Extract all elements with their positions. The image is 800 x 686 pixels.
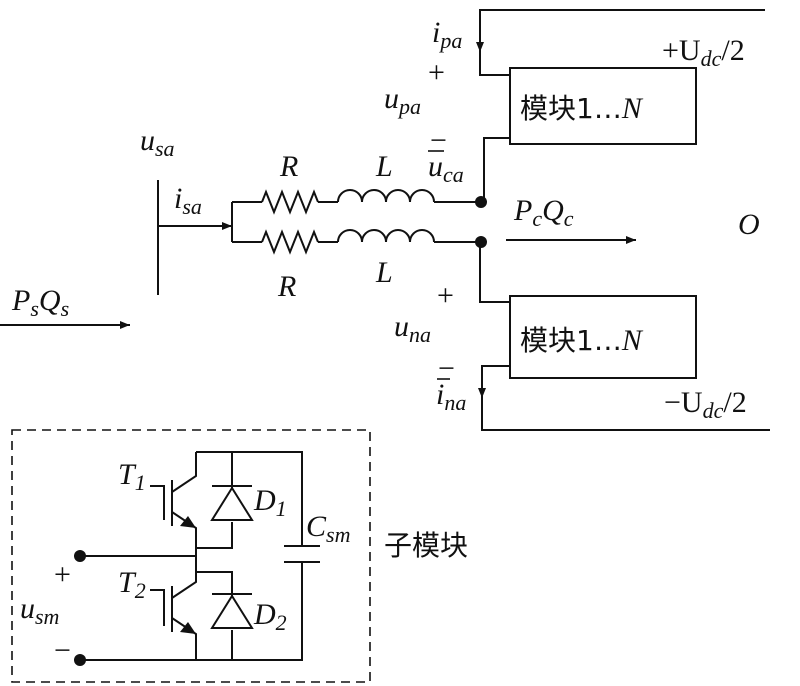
u-na-label: una xyxy=(394,310,431,347)
lower-arm: 模块1…N xyxy=(478,245,770,431)
o-label: O xyxy=(738,208,760,241)
labels: ipa + upa − uca usa isa R L R L PcQc O P… xyxy=(11,16,760,423)
t1-collector xyxy=(171,452,197,493)
pc-qc-label: PcQc xyxy=(513,194,574,231)
l-top-label: L xyxy=(375,150,393,183)
u-ca-label: uca xyxy=(428,150,464,187)
d1-wires xyxy=(196,451,233,549)
i-na-label: ina xyxy=(436,378,466,415)
upper-node-dot xyxy=(475,196,487,208)
i-sa-label: isa xyxy=(174,182,202,219)
minus-sm: − xyxy=(54,634,71,667)
top-resistor xyxy=(261,189,319,215)
u-sa-label: usa xyxy=(140,124,175,161)
submodule-caption: 子模块 xyxy=(384,529,468,562)
ac-branches xyxy=(0,180,636,329)
upper-arm: 模块1…N xyxy=(476,9,765,198)
submodule-dashed-box xyxy=(11,429,371,683)
upper-module-box xyxy=(509,67,697,145)
d2-label: D2 xyxy=(253,598,287,635)
t1-gate xyxy=(150,485,165,520)
t2-gate xyxy=(150,589,165,626)
bottom-inductor xyxy=(337,229,435,243)
udc-positive-label: +Udc/2 xyxy=(662,34,745,71)
submodule-detail: T1 D1 Csm + usm − T2 D2 子模块 xyxy=(11,429,468,683)
submodule-terminal-top xyxy=(74,550,86,562)
t2-label: T2 xyxy=(118,566,146,603)
submodule-mid-wire xyxy=(80,555,197,572)
plus-top: + xyxy=(428,56,445,89)
submodule-terminal-bottom xyxy=(74,654,86,666)
upper-module-label: 模块1…N xyxy=(520,92,644,125)
t2-emitter xyxy=(171,617,197,660)
upper-module-to-node xyxy=(483,137,510,198)
i-pa-label: ipa xyxy=(432,16,462,53)
u-pa-label: upa xyxy=(384,82,421,119)
minus-mid: − xyxy=(438,352,455,385)
lower-module-box xyxy=(509,295,697,379)
lower-node-to-module xyxy=(479,245,510,303)
ps-qs-label: PsQs xyxy=(11,284,69,321)
top-inductor xyxy=(337,189,435,203)
plus-mid: + xyxy=(437,279,454,312)
lower-node-dot xyxy=(475,236,487,248)
minus-top: − xyxy=(430,124,447,157)
u-sm-label: usm xyxy=(20,592,59,629)
d2-triangle xyxy=(210,594,254,629)
udc-negative-label: −Udc/2 xyxy=(664,386,747,423)
lower-module-label: 模块1…N xyxy=(520,324,644,357)
bottom-resistor xyxy=(261,229,319,255)
t1-label: T1 xyxy=(118,458,146,495)
t2-collector xyxy=(171,572,197,599)
r-bottom-label: R xyxy=(277,270,296,303)
t2-emitter-arrow xyxy=(180,622,196,634)
t1-emitter-arrow xyxy=(180,516,196,528)
csm-label: Csm xyxy=(306,510,350,547)
r-top-label: R xyxy=(279,150,298,183)
d1-label: D1 xyxy=(253,484,287,521)
t1-emitter xyxy=(171,511,197,556)
d2-wires xyxy=(196,571,233,660)
l-bottom-label: L xyxy=(375,256,393,289)
d1-triangle xyxy=(210,486,254,521)
plus-sm: + xyxy=(54,558,71,591)
